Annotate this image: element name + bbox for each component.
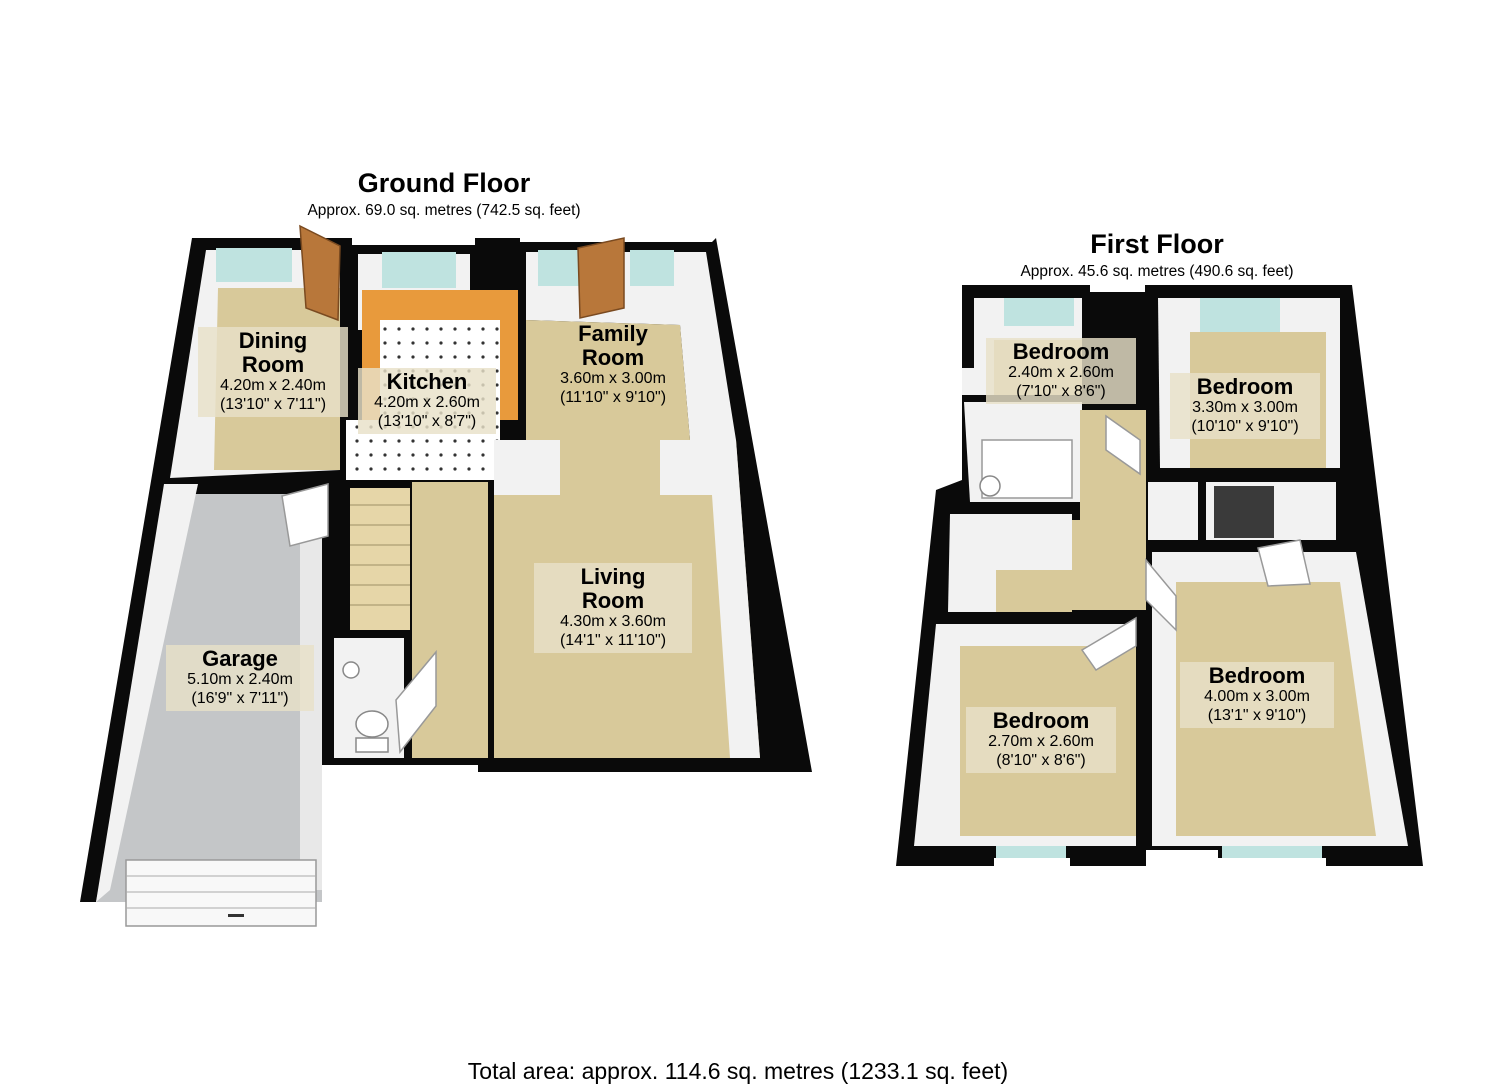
room-metric: 2.40m x 2.60m	[1008, 364, 1114, 382]
room-label-bedroom-small: Bedroom 2.40m x 2.60m (7'10" x 8'6")	[986, 338, 1136, 404]
room-name: Room	[241, 352, 305, 378]
room-imperial: (14'1" x 11'10")	[559, 631, 667, 649]
room-label-bedroom-bottom-right: Bedroom 4.00m x 3.00m (13'1" x 9'10")	[1180, 662, 1334, 728]
room-name: Kitchen	[386, 369, 468, 394]
room-metric: 4.30m x 3.60m	[560, 613, 666, 631]
room-imperial: (13'10" x 8'7")	[377, 412, 477, 430]
room-label-dining-room: Dining Room 4.20m x 2.40m (13'10" x 7'11…	[198, 327, 348, 418]
room-metric: 3.30m x 3.00m	[1192, 399, 1298, 417]
room-label-family-room: Family Room 3.60m x 3.00m (11'10" x 9'10…	[536, 320, 690, 410]
room-name: Garage	[202, 646, 278, 671]
room-name: Bedroom	[1012, 339, 1110, 364]
room-imperial: (11'10" x 9'10")	[559, 388, 667, 406]
room-label-kitchen: Kitchen 4.20m x 2.60m (13'10" x 8'7")	[358, 368, 496, 434]
ground-floor-title: Ground Floor	[357, 168, 531, 198]
room-metric: 4.20m x 2.40m	[220, 377, 326, 395]
room-metric: 5.10m x 2.40m	[187, 671, 293, 689]
room-name: Room	[581, 345, 645, 371]
first-floor-plan	[896, 285, 1423, 866]
room-label-living-room: Living Room 4.30m x 3.60m (14'1" x 11'10…	[534, 563, 692, 654]
first-floor-title: First Floor	[1090, 229, 1224, 259]
room-name: Bedroom	[992, 708, 1090, 733]
room-metric: 2.70m x 2.60m	[988, 733, 1094, 751]
room-name: Dining	[238, 328, 308, 353]
room-imperial: (10'10" x 9'10")	[1191, 417, 1299, 435]
room-label-bedroom-top-right: Bedroom 3.30m x 3.00m (10'10" x 9'10")	[1170, 373, 1320, 439]
total-area: Total area: approx. 114.6 sq. metres (12…	[467, 1058, 1009, 1084]
room-imperial: (16'9" x 7'11")	[191, 689, 289, 707]
room-label-bedroom-bottom-left: Bedroom 2.70m x 2.60m (8'10" x 8'6")	[966, 707, 1116, 773]
first-floor-area: Approx. 45.6 sq. metres (490.6 sq. feet)	[1020, 263, 1294, 280]
room-metric: 4.00m x 3.00m	[1204, 688, 1310, 706]
room-metric: 3.60m x 3.00m	[560, 370, 666, 388]
room-name: Bedroom	[1208, 663, 1306, 688]
room-name: Family	[578, 321, 648, 346]
room-imperial: (7'10" x 8'6")	[1016, 382, 1106, 400]
room-name: Living	[580, 564, 646, 589]
room-name: Bedroom	[1196, 374, 1294, 399]
room-imperial: (8'10" x 8'6")	[996, 751, 1086, 769]
room-label-garage: Garage 5.10m x 2.40m (16'9" x 7'11")	[166, 645, 314, 711]
ground-floor-area: Approx. 69.0 sq. metres (742.5 sq. feet)	[307, 202, 581, 219]
room-name: Room	[581, 588, 645, 614]
room-imperial: (13'1" x 9'10")	[1207, 706, 1307, 724]
room-imperial: (13'10" x 7'11")	[219, 395, 327, 413]
room-metric: 4.20m x 2.60m	[374, 394, 480, 412]
ground-floor-plan	[80, 224, 812, 927]
